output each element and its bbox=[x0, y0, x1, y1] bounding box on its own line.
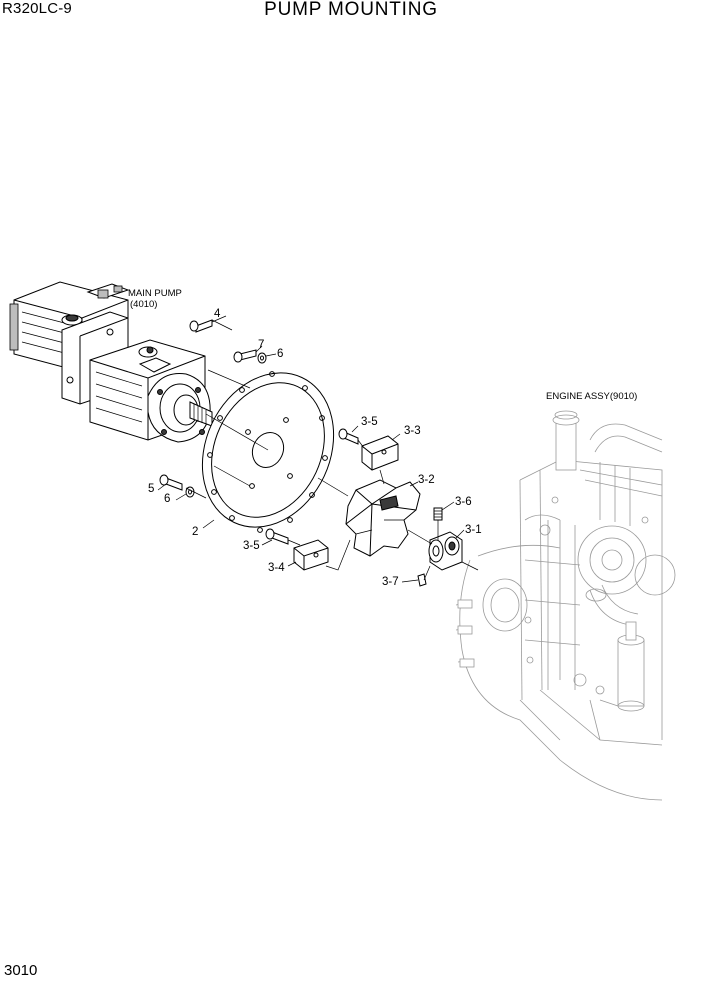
callout-3-4: 3-4 bbox=[268, 562, 285, 574]
bolt-4 bbox=[189, 319, 213, 333]
callout-6-bottom: 6 bbox=[164, 493, 170, 505]
callout-5: 5 bbox=[148, 483, 154, 495]
callout-3-5-bottom: 3-5 bbox=[243, 540, 260, 552]
callout-3-5-top: 3-5 bbox=[361, 416, 378, 428]
page-title: PUMP MOUNTING bbox=[264, 0, 438, 20]
main-pump-assembly bbox=[9, 281, 213, 443]
engine-assy-caption: ENGINE ASSY(9010) bbox=[546, 391, 637, 402]
washer-6-top bbox=[257, 352, 267, 364]
main-pump-ref-caption: (4010) bbox=[130, 299, 157, 310]
callout-3-3: 3-3 bbox=[404, 425, 421, 437]
page-number: 3010 bbox=[4, 962, 38, 979]
callout-6-top: 6 bbox=[277, 348, 283, 360]
callout-7: 7 bbox=[258, 339, 264, 351]
main-pump-caption: MAIN PUMP bbox=[128, 288, 182, 299]
set-screw-3-6 bbox=[433, 507, 443, 521]
callout-4: 4 bbox=[214, 308, 221, 320]
bolt-3-5-top bbox=[338, 428, 359, 445]
callout-3-2: 3-2 bbox=[418, 474, 435, 486]
engine-assembly bbox=[455, 410, 676, 801]
coupling-element-3-2 bbox=[345, 479, 421, 557]
callout-2: 2 bbox=[192, 526, 198, 538]
bolt-3-5-bottom bbox=[265, 528, 289, 545]
callout-3-1: 3-1 bbox=[465, 524, 482, 536]
bracket-3-4 bbox=[293, 539, 329, 571]
bolt-5 bbox=[159, 474, 183, 491]
callout-3-6: 3-6 bbox=[455, 496, 472, 508]
coupling-hub-3-1 bbox=[428, 531, 463, 571]
pin-3-7 bbox=[417, 573, 427, 587]
callout-3-7: 3-7 bbox=[382, 576, 399, 588]
leader-lines bbox=[157, 315, 479, 583]
bracket-3-3 bbox=[361, 435, 399, 471]
bolt-7 bbox=[233, 349, 257, 363]
model-code: R320LC-9 bbox=[2, 0, 72, 17]
